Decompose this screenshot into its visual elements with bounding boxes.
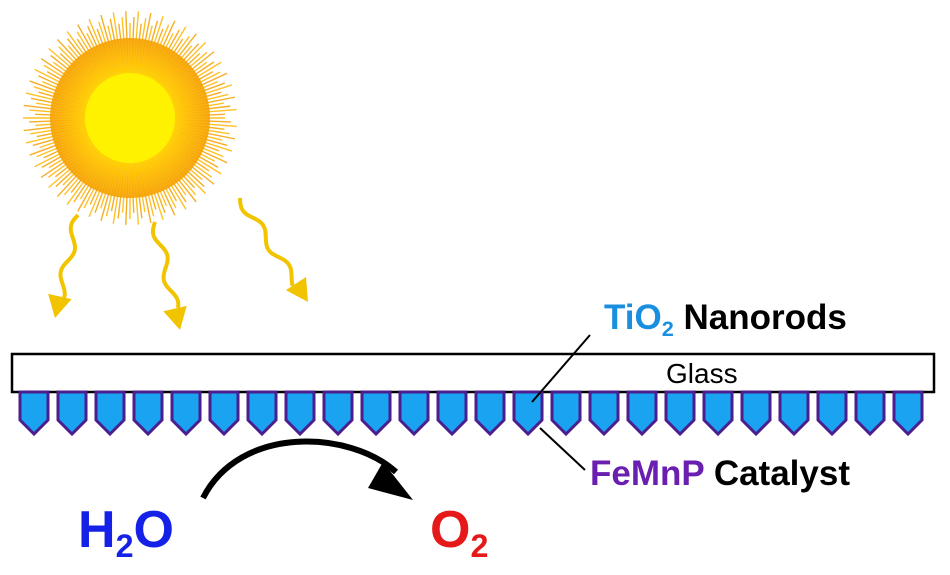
- nanorod: [854, 390, 886, 437]
- fecat-leader-line: [539, 427, 586, 471]
- nanorod: [398, 390, 430, 437]
- nanorod: [664, 390, 696, 437]
- nanorod: [132, 390, 164, 437]
- nanorod: [208, 390, 240, 437]
- nanorod: [740, 390, 772, 437]
- light-ray-head-3: [285, 277, 308, 302]
- h2o-reactant-label: H2O: [78, 501, 174, 565]
- nanorod: [284, 390, 316, 437]
- nanorod: [474, 390, 506, 437]
- light-ray-1: [58, 213, 80, 299]
- glass-substrate: [10, 352, 936, 394]
- tio2-nanorods: [18, 390, 924, 437]
- light-ray-2: [150, 221, 181, 309]
- nanorods-word: Nanorods: [673, 298, 847, 337]
- light-ray-head-2: [163, 305, 187, 330]
- nanorod: [170, 390, 202, 437]
- nanorod: [94, 390, 126, 437]
- sun-icon: [23, 11, 237, 225]
- nanorod: [246, 390, 278, 437]
- nanorod: [56, 390, 88, 437]
- nanorod: [626, 390, 658, 437]
- nanorod: [702, 390, 734, 437]
- nanorod: [588, 390, 620, 437]
- femnp-name: FeMnP: [590, 454, 705, 493]
- nanorod: [816, 390, 848, 437]
- tio2-formula: TiO2: [604, 298, 674, 341]
- o2-product-label: O2: [430, 501, 489, 565]
- nanorod: [550, 390, 582, 437]
- light-ray-head-1: [48, 293, 72, 318]
- nanorod: [18, 390, 50, 437]
- curved-arrow-icon: [200, 438, 399, 500]
- nanorod: [360, 390, 392, 437]
- glass-label: Glass: [666, 358, 738, 389]
- light-ray-arrow-icon: [48, 197, 308, 330]
- femnp-catalyst-label: FeMnP Catalyst: [590, 456, 850, 491]
- nanorod: [322, 390, 354, 437]
- nanorod: [892, 390, 924, 437]
- tio2-nanorods-label: TiO2 Nanorods: [604, 298, 847, 341]
- nanorod: [778, 390, 810, 437]
- arrowhead-icon: [368, 462, 413, 500]
- catalyst-word: Catalyst: [704, 454, 850, 493]
- nanorod: [512, 390, 544, 437]
- tio2-leader-line: [531, 334, 591, 403]
- nanorod: [436, 390, 468, 437]
- light-ray-3: [238, 197, 295, 287]
